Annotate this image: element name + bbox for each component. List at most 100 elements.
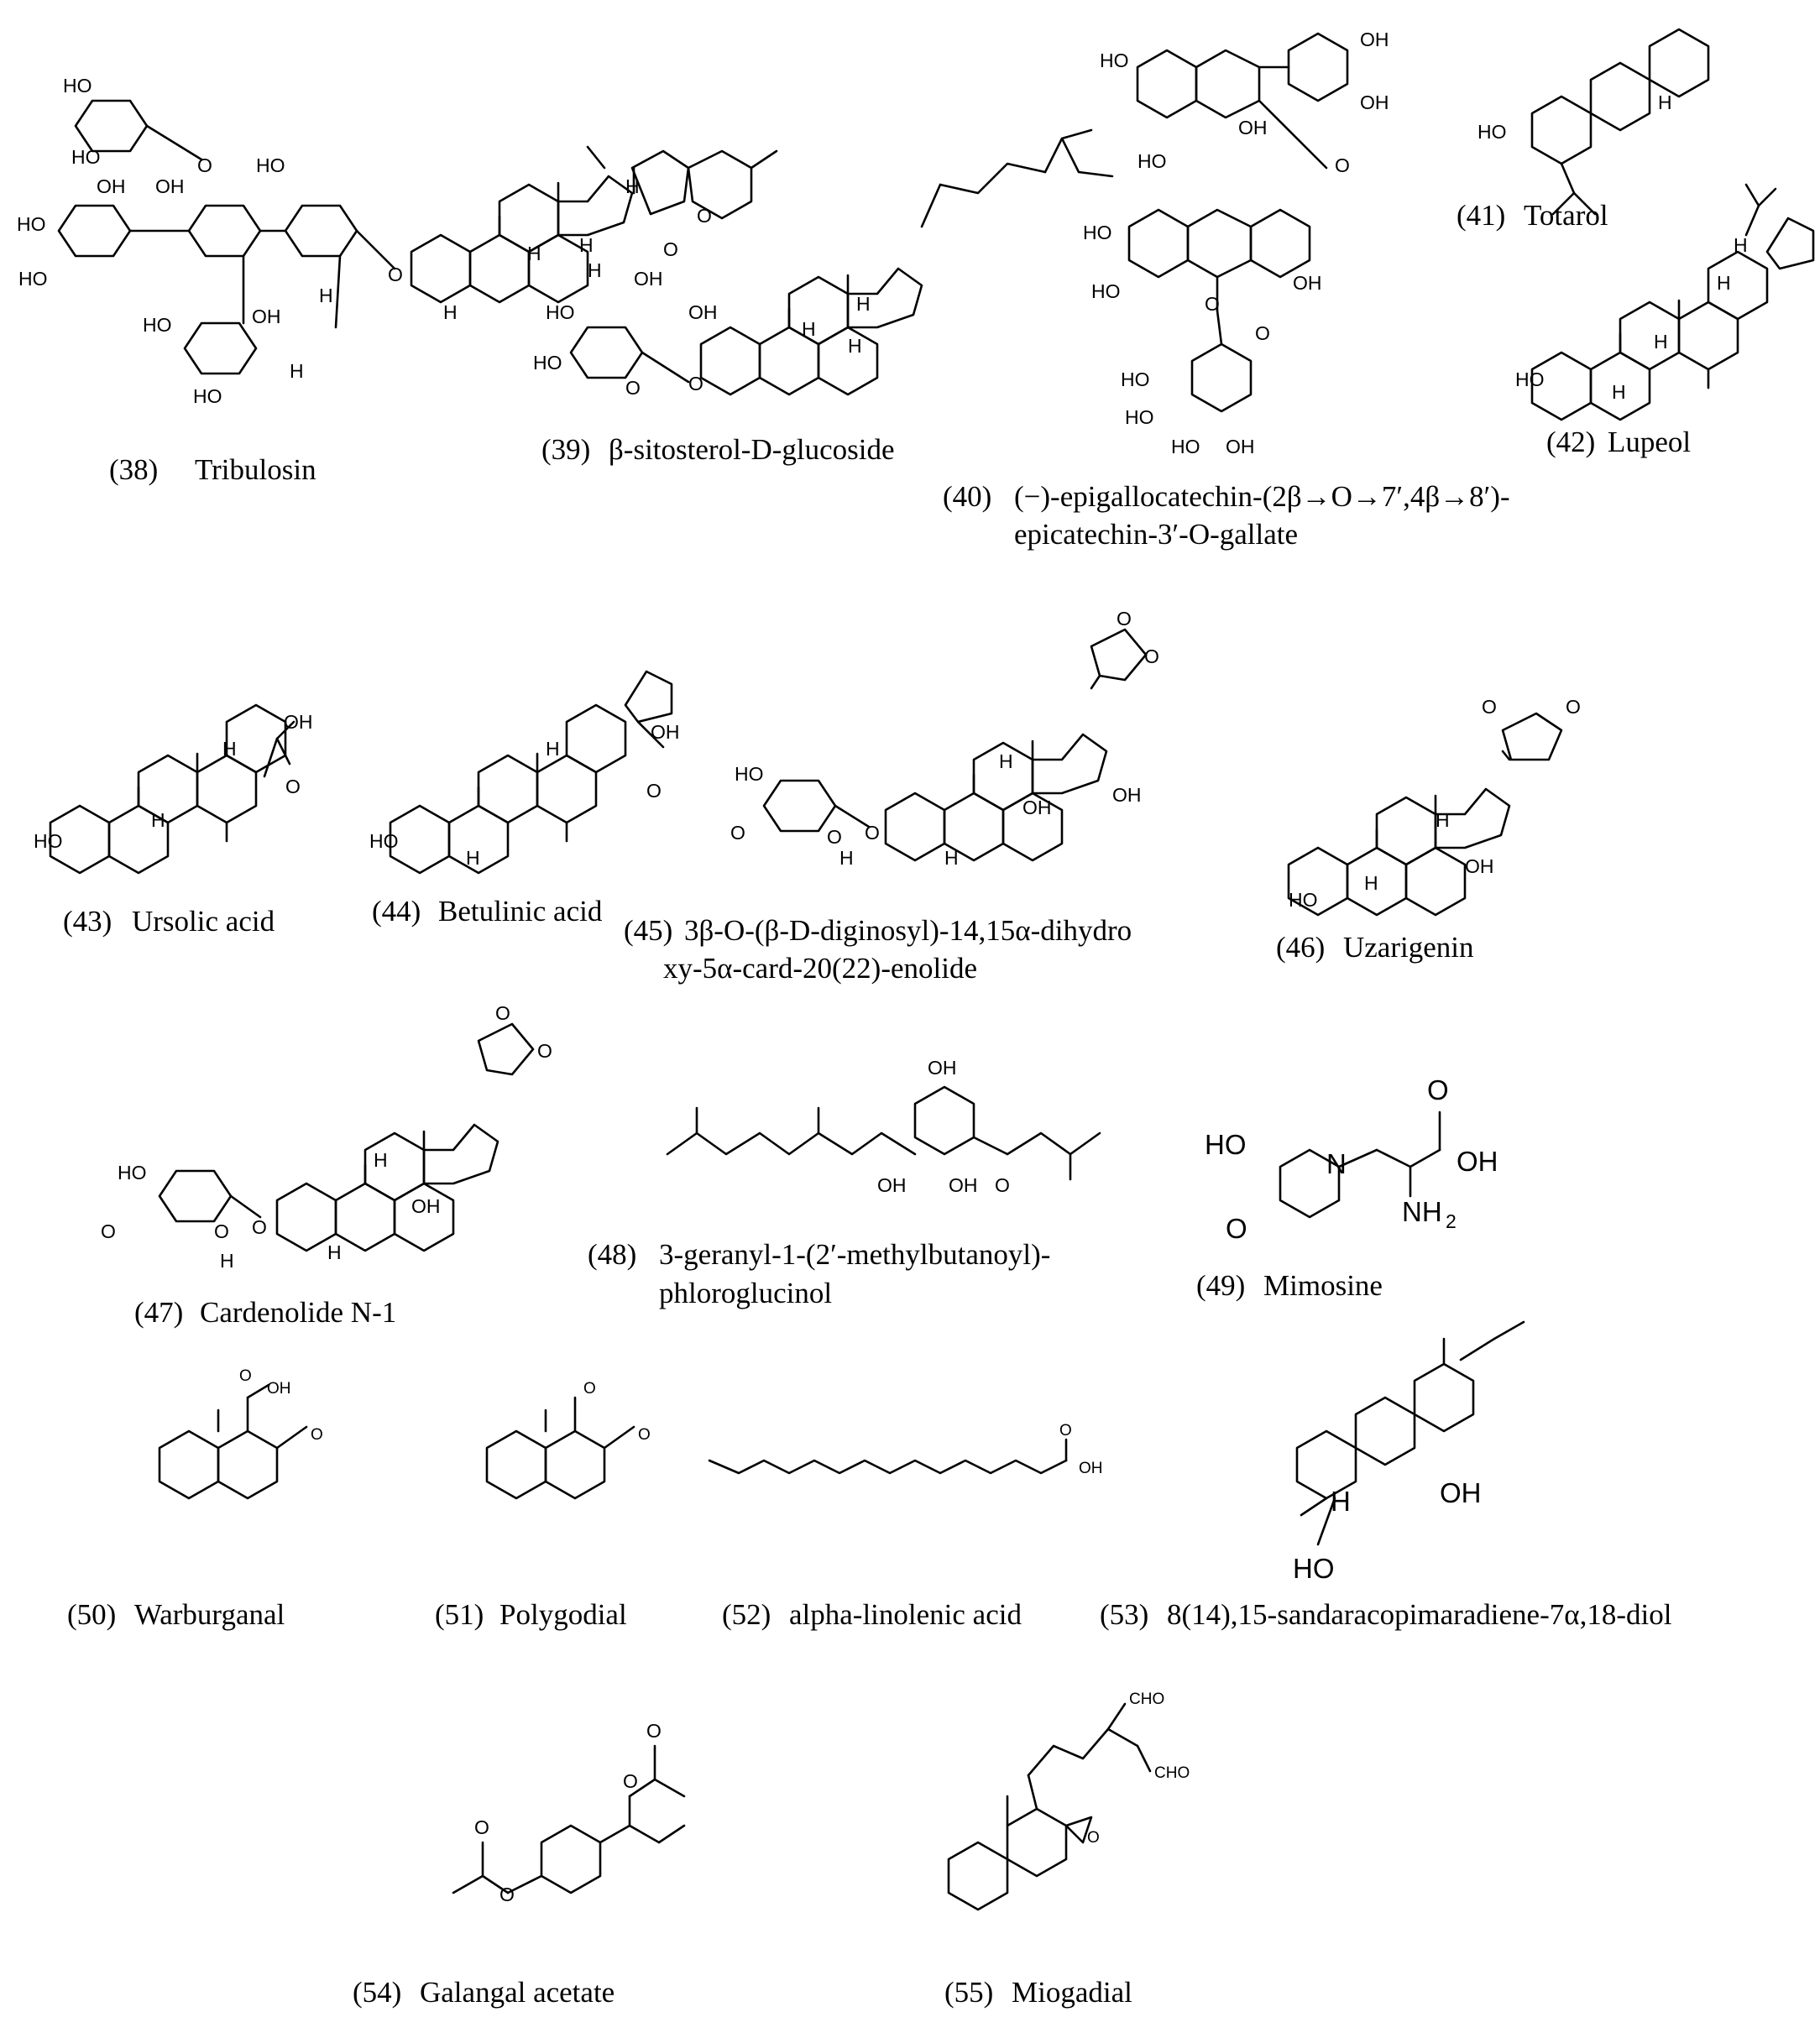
svg-text:H: H bbox=[1654, 331, 1668, 353]
structure-38: HO HO OH OH HO HO O HO HO OH HO H H O O … bbox=[17, 75, 778, 407]
structure-55: CHO CHO O bbox=[947, 1690, 1190, 1911]
svg-text:HO: HO bbox=[1100, 50, 1129, 71]
svg-text:H: H bbox=[856, 293, 871, 315]
structure-41: HO H bbox=[1477, 28, 1710, 216]
svg-text:O: O bbox=[646, 780, 662, 802]
structure-42: HO H H H H bbox=[1515, 183, 1815, 421]
svg-text:O: O bbox=[1117, 608, 1132, 630]
svg-text:H: H bbox=[579, 234, 594, 256]
svg-text:Cardenolide N-1: Cardenolide N-1 bbox=[200, 1296, 396, 1329]
svg-text:H: H bbox=[1612, 381, 1626, 403]
svg-text:OH: OH bbox=[1226, 436, 1255, 457]
svg-text:Polygodial: Polygodial bbox=[499, 1598, 627, 1631]
svg-text:O: O bbox=[1205, 293, 1220, 315]
svg-text:O: O bbox=[239, 1367, 252, 1385]
svg-text:(41): (41) bbox=[1457, 199, 1505, 232]
svg-text:O: O bbox=[495, 1002, 510, 1024]
svg-text:Ursolic acid: Ursolic acid bbox=[132, 905, 275, 938]
svg-text:Miogadial: Miogadial bbox=[1012, 1976, 1132, 2009]
svg-text:O: O bbox=[625, 377, 641, 399]
svg-text:OH: OH bbox=[1293, 272, 1322, 294]
svg-text:H: H bbox=[848, 335, 862, 357]
svg-text:O: O bbox=[1226, 1213, 1247, 1244]
svg-text:O: O bbox=[1335, 154, 1350, 176]
svg-text:OH: OH bbox=[877, 1174, 907, 1196]
svg-text:O: O bbox=[1255, 322, 1270, 344]
structure-49: HO N O OH O NH 2 bbox=[1205, 1074, 1498, 1244]
svg-text:OH: OH bbox=[411, 1195, 441, 1217]
svg-text:HO: HO bbox=[1289, 889, 1318, 911]
svg-text:β-sitosterol-D-glucoside: β-sitosterol-D-glucoside bbox=[609, 433, 895, 466]
label-45: (45) 3β-O-(β-D-diginosyl)-14,15α-dihydro… bbox=[624, 914, 1132, 985]
svg-text:Totarol: Totarol bbox=[1524, 199, 1608, 232]
structure-48: OH OH OH O bbox=[666, 1057, 1101, 1196]
svg-text:OH: OH bbox=[949, 1174, 978, 1196]
label-48: (48) 3-geranyl-1-(2′-methylbutanoyl)- ph… bbox=[588, 1238, 1050, 1309]
svg-text:Mimosine: Mimosine bbox=[1263, 1269, 1383, 1302]
svg-text:OH: OH bbox=[1360, 29, 1389, 50]
svg-text:H: H bbox=[839, 847, 854, 869]
structure-53: HO H OH bbox=[1293, 1320, 1525, 1584]
svg-text:epicatechin-3′-O-gallate: epicatechin-3′-O-gallate bbox=[1014, 518, 1298, 551]
structure-47: O O HO O O O OH H H H bbox=[101, 1002, 552, 1272]
svg-text:(46): (46) bbox=[1276, 931, 1325, 964]
structure-40: HO HO OH OH OH O HO HO OH O O HO HO HO O… bbox=[1083, 29, 1389, 457]
svg-text:HO: HO bbox=[1125, 406, 1154, 428]
structure-52: O OH bbox=[708, 1422, 1103, 1477]
svg-text:HO: HO bbox=[1121, 368, 1150, 390]
svg-text:2: 2 bbox=[1446, 1210, 1457, 1232]
svg-text:HO: HO bbox=[735, 763, 764, 785]
svg-text:HO: HO bbox=[369, 830, 399, 852]
svg-text:OH: OH bbox=[1440, 1477, 1482, 1508]
svg-text:HO: HO bbox=[533, 352, 562, 374]
svg-text:OH: OH bbox=[97, 175, 126, 197]
svg-text:O: O bbox=[1087, 1829, 1100, 1847]
svg-text:3-geranyl-1-(2′-methylbutanoyl: 3-geranyl-1-(2′-methylbutanoyl)- bbox=[659, 1238, 1050, 1271]
svg-text:phloroglucinol: phloroglucinol bbox=[659, 1277, 832, 1309]
svg-text:OH: OH bbox=[651, 721, 680, 743]
svg-text:H: H bbox=[999, 750, 1013, 772]
svg-text:O: O bbox=[474, 1816, 489, 1838]
svg-text:H: H bbox=[466, 847, 480, 869]
svg-text:O: O bbox=[663, 238, 678, 260]
svg-text:OH: OH bbox=[284, 711, 313, 733]
svg-text:8(14),15-sandaracopimaradiene-: 8(14),15-sandaracopimaradiene-7α,18-diol bbox=[1167, 1598, 1672, 1631]
svg-text:HO: HO bbox=[1091, 280, 1121, 302]
svg-text:O: O bbox=[638, 1426, 651, 1444]
svg-text:O: O bbox=[688, 373, 703, 395]
structure-46: O O HO OH H H bbox=[1287, 696, 1581, 917]
svg-text:Galangal acetate: Galangal acetate bbox=[420, 1976, 615, 2009]
svg-text:(50): (50) bbox=[67, 1598, 116, 1631]
svg-text:(51): (51) bbox=[435, 1598, 484, 1631]
svg-text:(38): (38) bbox=[109, 453, 158, 486]
svg-text:O: O bbox=[623, 1770, 638, 1792]
svg-text:H: H bbox=[374, 1149, 388, 1171]
label-46: (46) Uzarigenin bbox=[1276, 931, 1473, 964]
label-49: (49) Mimosine bbox=[1196, 1269, 1383, 1302]
svg-text:(−)-epigallocatechin-(2β→O→7′,: (−)-epigallocatechin-(2β→O→7′,4β→8′)- bbox=[1014, 480, 1510, 513]
svg-text:H: H bbox=[290, 360, 304, 382]
label-53: (53) 8(14),15-sandaracopimaradiene-7α,18… bbox=[1100, 1598, 1672, 1631]
svg-text:(47): (47) bbox=[134, 1296, 183, 1329]
svg-text:(54): (54) bbox=[353, 1976, 401, 2009]
svg-text:OH: OH bbox=[1457, 1146, 1498, 1177]
label-41: (41) Totarol bbox=[1457, 199, 1608, 232]
svg-text:O: O bbox=[252, 1216, 267, 1238]
svg-text:alpha-linolenic acid: alpha-linolenic acid bbox=[789, 1598, 1022, 1631]
svg-text:H: H bbox=[1331, 1486, 1351, 1517]
svg-text:(39): (39) bbox=[541, 433, 590, 466]
svg-text:HO: HO bbox=[1477, 121, 1507, 143]
svg-text:O: O bbox=[697, 205, 712, 227]
svg-text:HO: HO bbox=[34, 830, 63, 852]
label-52: (52) alpha-linolenic acid bbox=[722, 1598, 1022, 1631]
svg-text:OH: OH bbox=[1079, 1460, 1103, 1477]
svg-text:H: H bbox=[220, 1250, 234, 1272]
svg-text:HO: HO bbox=[71, 146, 101, 168]
svg-text:O: O bbox=[995, 1174, 1010, 1196]
svg-text:HO: HO bbox=[1515, 368, 1545, 390]
svg-text:Lupeol: Lupeol bbox=[1608, 426, 1691, 458]
svg-text:HO: HO bbox=[1138, 150, 1167, 172]
svg-text:HO: HO bbox=[18, 268, 48, 290]
svg-text:H: H bbox=[546, 738, 560, 760]
svg-text:O: O bbox=[388, 264, 403, 285]
